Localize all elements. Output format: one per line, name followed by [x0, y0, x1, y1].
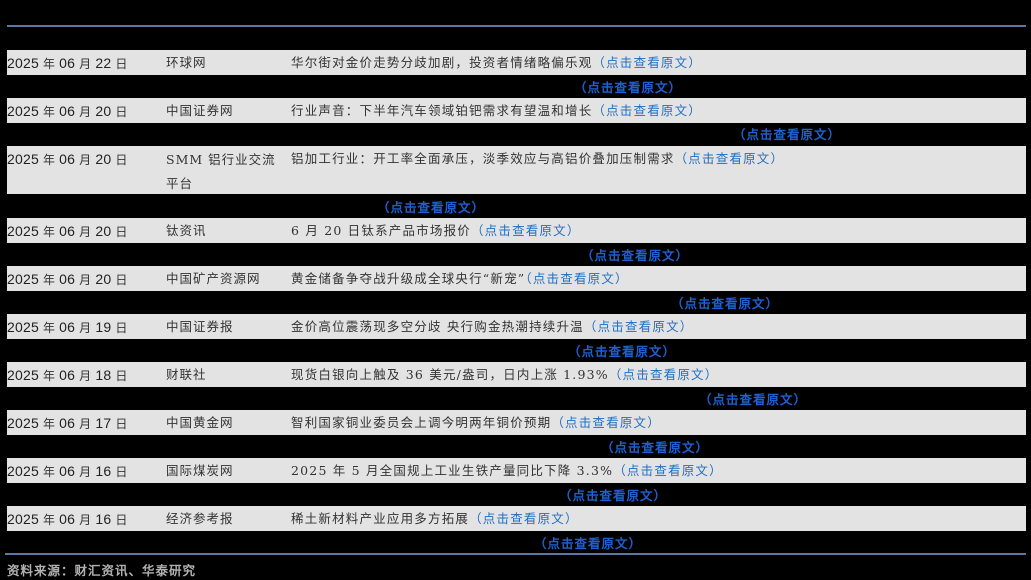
- title-cell: 黄金储备争夺战升级成全球央行“新宠”（点击查看原文）: [291, 271, 629, 286]
- view-original-link[interactable]: （点击查看原文）: [592, 55, 703, 70]
- floating-view-original-link[interactable]: （点击查看原文）: [574, 80, 683, 95]
- view-original-link[interactable]: （点击查看原文）: [674, 151, 785, 166]
- view-original-link[interactable]: （点击查看原文）: [613, 463, 723, 478]
- top-rule: [7, 25, 1026, 27]
- title-cell: 现货白银向上触及 36 美元/盎司，日内上涨 1.93%（点击查看原文）: [291, 367, 719, 382]
- source-cell: 钛资讯: [166, 223, 207, 238]
- source-cell: 财联社: [166, 367, 207, 382]
- view-original-link[interactable]: （点击查看原文）: [469, 511, 579, 526]
- title-cell: 华尔街对金价走势分歧加剧，投资者情绪略偏乐观（点击查看原文）: [291, 55, 703, 70]
- source-cell: 中国黄金网: [166, 415, 234, 430]
- title-cell: 金价高位震荡现多空分歧 央行购金热潮持续升温（点击查看原文）: [291, 319, 694, 334]
- floating-view-original-link[interactable]: （点击查看原文）: [671, 296, 780, 311]
- floating-view-original-link[interactable]: （点击查看原文）: [377, 200, 486, 215]
- title-cell: 2025 年 5 月全国规上工业生铁产量同比下降 3.3%（点击查看原文）: [291, 463, 723, 478]
- floating-view-original-link[interactable]: （点击查看原文）: [733, 127, 842, 142]
- title-cell: 稀土新材料产业应用多方拓展（点击查看原文）: [291, 511, 579, 526]
- source-cell: 中国矿产资源网: [166, 271, 261, 286]
- source-cell: 中国证券网: [166, 103, 234, 118]
- source-cell: 环球网: [166, 55, 207, 70]
- view-original-link[interactable]: （点击查看原文）: [551, 415, 661, 430]
- floating-view-original-link[interactable]: （点击查看原文）: [534, 536, 643, 551]
- floating-view-original-link[interactable]: （点击查看原文）: [581, 248, 690, 263]
- floating-view-original-link[interactable]: （点击查看原文）: [699, 392, 808, 407]
- view-original-link[interactable]: （点击查看原文）: [608, 367, 719, 382]
- title-cell: 行业声音：下半年汽车领域铂钯需求有望温和增长（点击查看原文）: [291, 103, 703, 118]
- source-cell: SMM 铝行业交流平台: [166, 152, 276, 191]
- title-cell: 6 月 20 日钛系产品市场报价（点击查看原文）: [291, 223, 581, 238]
- view-original-link[interactable]: （点击查看原文）: [525, 271, 629, 286]
- floating-view-original-link[interactable]: （点击查看原文）: [601, 440, 710, 455]
- source-cell: 国际煤炭网: [166, 463, 234, 478]
- view-original-link[interactable]: （点击查看原文）: [592, 103, 703, 118]
- view-original-link[interactable]: （点击查看原文）: [583, 319, 694, 334]
- title-cell: 铝加工行业：开工率全面承压，淡季效应与高铝价叠加压制需求（点击查看原文）: [291, 151, 785, 166]
- source-cell: 经济参考报: [166, 511, 234, 526]
- source-note: 资料来源：财汇资讯、华泰研究: [7, 563, 197, 578]
- bottom-rule: [5, 553, 1026, 555]
- floating-view-original-link[interactable]: （点击查看原文）: [568, 344, 677, 359]
- view-original-link[interactable]: （点击查看原文）: [470, 223, 581, 238]
- title-cell: 智利国家铜业委员会上调今明两年铜价预期（点击查看原文）: [291, 415, 661, 430]
- source-cell: 中国证券报: [166, 319, 234, 334]
- floating-view-original-link[interactable]: （点击查看原文）: [559, 488, 668, 503]
